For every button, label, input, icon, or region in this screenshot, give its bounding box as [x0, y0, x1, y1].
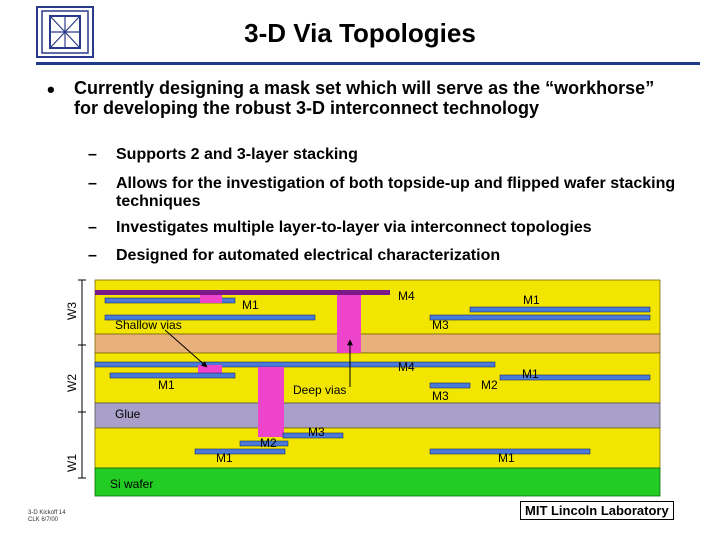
- tier-label-w1: W1: [65, 454, 79, 472]
- label-m1-w3-left: M1: [242, 298, 259, 312]
- w3-deep-via: [337, 295, 361, 353]
- footer-line: CLK 6/7/00: [28, 517, 59, 523]
- label-glue: Glue: [115, 407, 141, 421]
- w3-m3-right: [429, 314, 651, 321]
- w2-m4-bar: [94, 361, 496, 368]
- label-m1-w1-right: M1: [498, 451, 515, 465]
- sub-bullet-text: Designed for automated electrical charac…: [116, 247, 501, 264]
- w2-m1-right: [499, 374, 651, 381]
- w1-m1-right: [429, 448, 591, 455]
- sub-bullet-dash: –: [88, 146, 97, 163]
- label-si-wafer: Si wafer: [110, 477, 153, 491]
- sub-bullet-text: Allows for the investigation of both top…: [116, 175, 676, 210]
- sub-bullet-text: Supports 2 and 3-layer stacking: [116, 146, 358, 163]
- label-m1-w2-left: M1: [158, 378, 175, 392]
- sub-bullet-dash: –: [88, 175, 97, 192]
- label-m1-w1-left: M1: [216, 451, 233, 465]
- label-shallow-vias: Shallow vias: [115, 318, 182, 332]
- w3-m3-left: [104, 314, 316, 321]
- w1-m1-left: [194, 448, 286, 455]
- tier-label-w2: W2: [65, 374, 79, 392]
- lincoln-lab-logo-icon: [36, 6, 94, 58]
- label-m4-w3: M4: [398, 289, 415, 303]
- label-m2-w2: M2: [481, 378, 498, 392]
- label-m3-w1: M3: [308, 425, 325, 439]
- shallow-vias-arrow: [164, 329, 208, 368]
- sub-bullet-text: Investigates multiple layer-to-layer via…: [116, 219, 592, 236]
- title-divider: [36, 62, 700, 65]
- footer-organization: MIT Lincoln Laboratory: [520, 501, 674, 520]
- w3-m1-right: [469, 306, 651, 313]
- w2-shallow-via: [198, 365, 222, 373]
- label-m3-w2: M3: [432, 389, 449, 403]
- label-m1-w3-right: M1: [523, 293, 540, 307]
- main-bullet-text: Currently designing a mask set which wil…: [74, 78, 655, 118]
- si-wafer-layer: [94, 467, 661, 497]
- glue-layer: [94, 402, 661, 429]
- tier-label-w3: W3: [65, 302, 79, 320]
- label-m2-w1: M2: [260, 436, 277, 450]
- via-topology-cross-section: W3 W2 W1 M1 M4 M1 Shallow vias M3 M4 M1 …: [65, 279, 661, 497]
- label-deep-vias: Deep vias: [293, 383, 346, 397]
- w1-oxide-layer: [94, 427, 661, 469]
- w2-deep-via: [258, 367, 284, 437]
- bullet-dot-icon: •: [47, 77, 55, 102]
- sub-bullet-dash: –: [88, 219, 97, 236]
- sub-bullet-dash: –: [88, 247, 97, 264]
- tier-brackets: [78, 279, 86, 479]
- footer-slide-info: 3-D Kickoff 14 CLK 6/7/00: [28, 510, 66, 524]
- w2-m1-left: [109, 372, 236, 379]
- w1-m2-bar: [239, 440, 289, 447]
- label-m3-w3: M3: [432, 318, 449, 332]
- w3-m4-bar: [95, 290, 390, 295]
- label-m1-w2-right: M1: [522, 367, 539, 381]
- w3-m1-left: [104, 297, 236, 304]
- w3-shallow-via: [200, 295, 222, 303]
- w1-m3-bar: [282, 432, 344, 439]
- footer-line: 3-D Kickoff 14: [28, 510, 66, 516]
- slide-title: 3-D Via Topologies: [244, 18, 476, 48]
- w2-m3-right: [429, 382, 471, 389]
- label-m4-w2: M4: [398, 360, 415, 374]
